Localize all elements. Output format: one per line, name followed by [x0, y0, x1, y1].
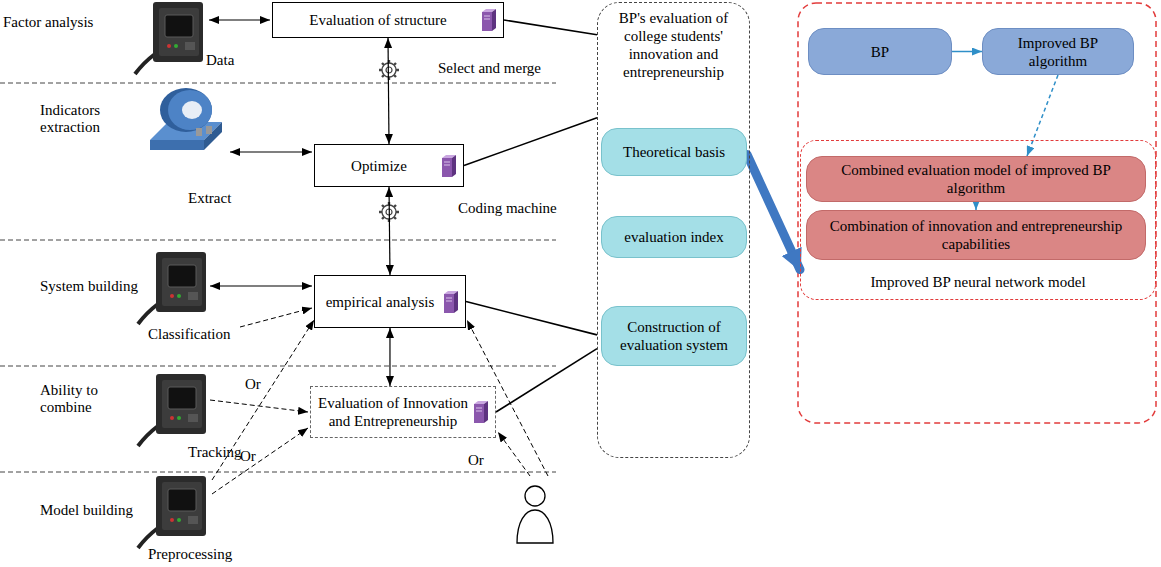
person-icon — [517, 486, 553, 543]
connector — [466, 302, 597, 335]
node-text: Improved BP algorithm — [989, 34, 1127, 70]
annotation-label: Or — [468, 452, 484, 469]
process-box: empirical analysis — [314, 275, 466, 328]
separator-line — [0, 366, 556, 367]
annotation-label: Or — [240, 448, 256, 465]
process-box: Optimize — [314, 144, 464, 187]
data-arrow — [210, 285, 312, 286]
gear-icon — [379, 60, 399, 80]
dashed-arrow — [240, 308, 312, 327]
separator-line — [0, 83, 556, 84]
server-icon — [443, 290, 459, 314]
node-text: empirical analysis — [326, 293, 435, 311]
separator-line — [0, 240, 556, 241]
sensor-picture — [135, 2, 203, 74]
node-text: evaluation index — [624, 228, 724, 246]
node-text: Theoretical basis — [623, 143, 725, 161]
node-text: Combined evaluation model of improved BP… — [815, 161, 1137, 197]
node-text: Construction of evaluation system — [608, 318, 740, 354]
node-text: BP's evaluation of college students' inn… — [602, 9, 745, 81]
annotation-label: System building — [40, 278, 138, 295]
connector — [388, 38, 389, 144]
process-box: Evaluation of structure — [272, 2, 504, 38]
topic-pill: Theoretical basis — [601, 128, 747, 176]
topic-pill: Construction of evaluation system — [601, 306, 747, 366]
connector — [464, 118, 597, 166]
connector — [952, 51, 982, 53]
annotation-label: Tracking — [188, 444, 242, 461]
annotation-label: Classification — [148, 326, 231, 343]
model-pill: Combination of innovation and entreprene… — [806, 210, 1146, 260]
node-text: Combination of innovation and entreprene… — [815, 217, 1137, 253]
annotation-label: Preprocessing — [148, 546, 232, 563]
connector — [496, 349, 597, 412]
dashed-arrow — [498, 432, 530, 476]
topic-pill: evaluation index — [601, 216, 747, 258]
connector — [504, 20, 597, 35]
server-icon — [481, 8, 497, 32]
sensor-picture — [138, 476, 206, 548]
process-box: Evaluation of Innovation and Entrepreneu… — [310, 386, 496, 438]
annotation-label: Model building — [40, 502, 133, 519]
node-text: Evaluation of structure — [309, 11, 446, 29]
annotation-label: Indicators extraction — [40, 102, 140, 137]
annotation-label: Ability to combine — [40, 382, 136, 417]
annotation-label: Or — [245, 376, 261, 393]
annotation-label: Factor analysis — [3, 14, 93, 31]
method-pill: Improved BP algorithm — [982, 28, 1134, 75]
annotation-label: Select and merge — [438, 60, 541, 77]
separator-line — [0, 472, 556, 473]
server-icon — [441, 154, 457, 178]
server-icon — [473, 400, 489, 424]
connector — [1027, 75, 1058, 156]
connector — [975, 202, 977, 210]
node-text: BP — [871, 43, 889, 61]
node-text: Optimize — [351, 157, 407, 175]
group-panel: BP's evaluation of college students' inn… — [597, 2, 750, 458]
connector — [389, 187, 390, 275]
annotation-label: Coding machine — [458, 200, 557, 217]
sensor-picture — [138, 374, 206, 446]
method-pill: BP — [808, 28, 952, 75]
annotation-label: Extract — [188, 190, 231, 207]
region-outline — [798, 3, 1156, 423]
node-text: Evaluation of Innovation and Entrepreneu… — [317, 394, 469, 430]
model-pill: Combined evaluation model of improved BP… — [806, 156, 1146, 202]
model-region: Improved BP neural network model Combined… — [800, 140, 1156, 300]
connector — [747, 154, 800, 269]
dashed-arrow — [210, 400, 308, 412]
current-sensor-picture — [150, 88, 222, 150]
annotation-label: Data — [206, 52, 234, 69]
data-arrow — [209, 19, 270, 20]
connector — [389, 328, 390, 386]
sensor-picture — [138, 252, 206, 324]
data-arrow — [230, 151, 312, 152]
dashed-arrow — [212, 428, 308, 494]
node-text: Improved BP neural network model — [801, 273, 1155, 291]
